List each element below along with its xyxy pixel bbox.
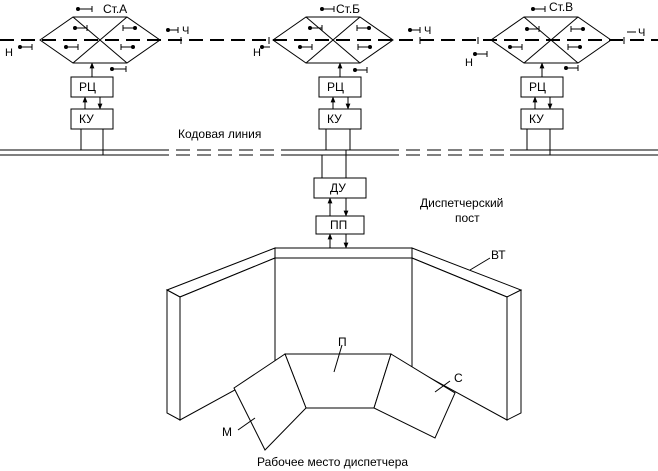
signal-icon: [166, 27, 179, 33]
dispatcher-post: ДУ ПП Диспетчерский пост: [313, 150, 503, 249]
signal-icon: [260, 45, 270, 49]
signal-icon: [531, 6, 546, 12]
signal-icon: [356, 25, 371, 31]
du-label: ДУ: [330, 181, 346, 195]
station-a-rc-label: РЦ: [79, 80, 96, 94]
station-b: Ст.Б Ч Н РЦ КУ: [253, 2, 431, 130]
pp-box: [315, 215, 365, 235]
station-c: Ст.В Ч Н РЦ КУ: [465, 0, 645, 155]
monitor-label: М: [222, 425, 232, 439]
station-b-ku-box: [318, 108, 362, 130]
code-line-label: Кодовая линия: [178, 127, 261, 141]
console-label: П: [338, 335, 347, 349]
station-a-ku-box: [70, 108, 114, 130]
signal-icon: [73, 25, 88, 31]
dispatcher-workplace: ВТ П М С Рабочее место диспетчера: [165, 247, 523, 469]
signal-icon: [567, 44, 582, 50]
signal-icon: [64, 44, 79, 50]
station-a: Ст.А Ч Н РЦ КУ: [5, 2, 189, 155]
wall-board-label: ВТ: [491, 248, 506, 262]
station-c-even-mark: Н: [465, 57, 473, 69]
wall-board-top-center: [274, 247, 413, 259]
station-b-rc-label: РЦ: [327, 80, 344, 94]
computer-label: С: [454, 371, 463, 385]
station-a-even-mark: Н: [5, 47, 13, 59]
signal-icon: [570, 26, 585, 32]
signal-icon: [18, 44, 33, 50]
du-box: [313, 177, 367, 199]
signal-icon: [357, 44, 372, 50]
workplace-caption: Рабочее место диспетчера: [257, 455, 408, 469]
signal-icon: [473, 51, 488, 57]
station-b-odd-mark: Ч: [424, 25, 431, 37]
signal-icon: [320, 6, 335, 12]
station-c-ku-box: [520, 108, 564, 130]
station-b-name: Ст.Б: [336, 2, 360, 16]
signal-icon: [298, 44, 313, 50]
pp-label: ПП: [330, 218, 347, 232]
station-a-ku-label: КУ: [79, 112, 94, 126]
signal-icon: [408, 27, 421, 33]
station-c-rc-label: РЦ: [529, 80, 546, 94]
station-b-ku-label: КУ: [327, 112, 342, 126]
signal-icon: [308, 25, 323, 31]
signal-icon: [508, 44, 523, 50]
monitor-console: [233, 353, 307, 451]
signal-icon: [120, 44, 135, 50]
station-b-even-mark: Н: [253, 47, 261, 59]
dispatcher-post-label-1: Диспетчерский: [420, 196, 503, 210]
station-c-name: Ст.В: [549, 0, 573, 14]
signal-icon: [525, 26, 540, 32]
signal-icon: [122, 25, 137, 31]
station-c-ku-label: КУ: [529, 112, 544, 126]
signal-icon: [76, 6, 93, 12]
dispatcher-post-label-2: пост: [455, 211, 480, 225]
station-c-odd-mark: Ч: [638, 27, 645, 39]
station-a-odd-mark: Ч: [182, 25, 189, 37]
signal-icon: [353, 67, 368, 73]
signal-icon: [564, 65, 579, 71]
code-line: Кодовая линия: [0, 127, 658, 156]
computer-console: [373, 353, 456, 439]
signal-icon: [110, 66, 127, 72]
station-a-name: Ст.А: [103, 2, 127, 16]
